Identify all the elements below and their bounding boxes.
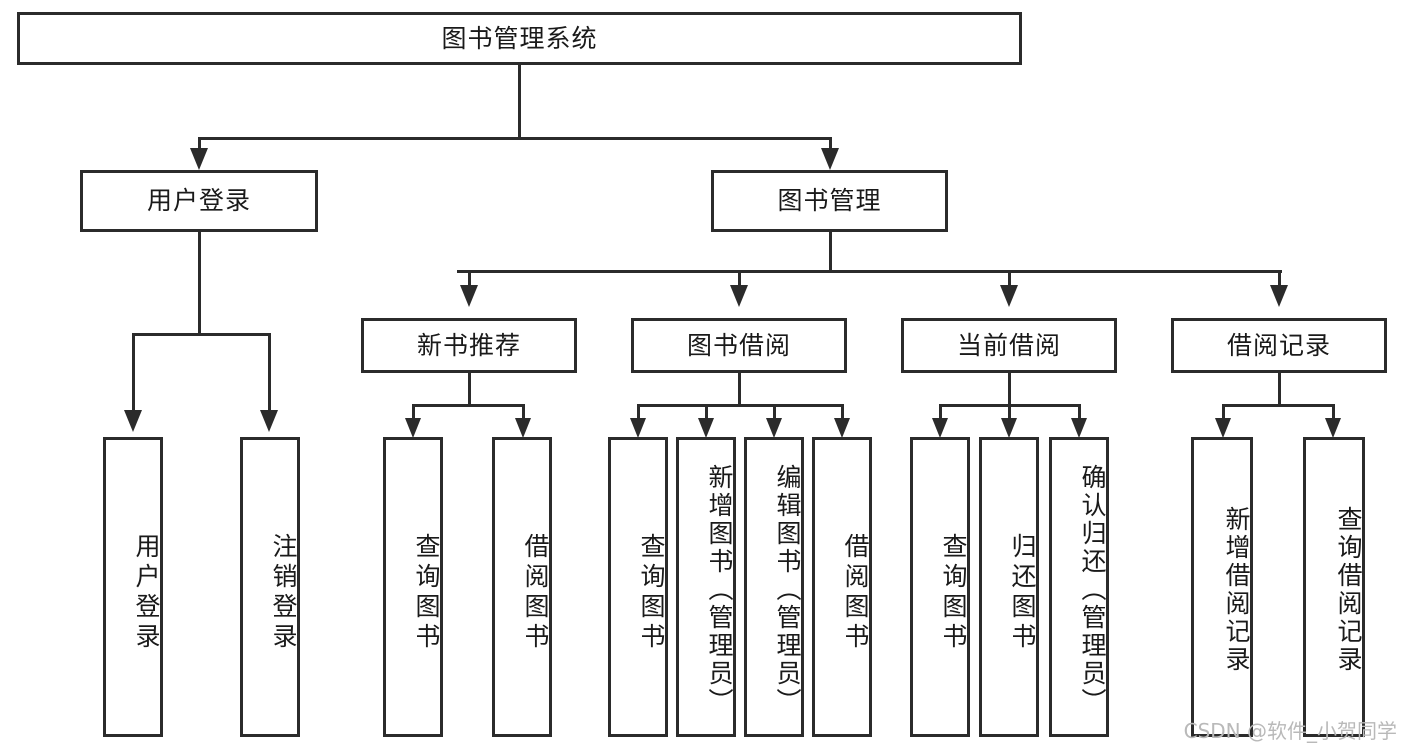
arrow-down-icon bbox=[460, 285, 478, 307]
connector-bm-child-2 bbox=[738, 270, 741, 295]
arrow-down-icon bbox=[1001, 418, 1017, 438]
connector-bb-child-3 bbox=[773, 404, 776, 422]
node-label: 查询借阅记录 bbox=[1334, 506, 1363, 674]
connector-nbr-child-1 bbox=[412, 404, 415, 422]
node-label: 新增图书（管理员） bbox=[705, 464, 734, 716]
node-label: 新书推荐 bbox=[416, 330, 521, 360]
node-user-login[interactable]: 用户登录 bbox=[80, 170, 318, 232]
connector-br-child-1 bbox=[1222, 404, 1225, 422]
node-label: 编辑图书（管理员） bbox=[773, 464, 802, 716]
node-label: 借阅图书 bbox=[521, 533, 550, 653]
connector-br-stem bbox=[1278, 373, 1281, 406]
connector-bm-child-4 bbox=[1278, 270, 1281, 295]
arrow-down-icon bbox=[1215, 418, 1231, 438]
connector-nbr-stem bbox=[468, 373, 471, 406]
connector-user-login-bar bbox=[132, 333, 268, 336]
node-current-borrow[interactable]: 当前借阅 bbox=[901, 318, 1117, 373]
arrow-down-icon bbox=[698, 418, 714, 438]
arrow-down-icon bbox=[630, 418, 646, 438]
node-label: 注销登录 bbox=[269, 533, 298, 653]
connector-root-stem bbox=[518, 65, 521, 138]
leaf-bb-add-book-admin[interactable]: 新增图书（管理员） bbox=[676, 437, 736, 737]
arrow-down-icon bbox=[1270, 285, 1288, 307]
node-label: 查询图书 bbox=[412, 533, 441, 653]
node-label: 查询图书 bbox=[637, 533, 666, 653]
node-label: 确认归还（管理员） bbox=[1078, 464, 1107, 716]
connector-cb-stem bbox=[1008, 373, 1011, 406]
node-book-management[interactable]: 图书管理 bbox=[711, 170, 948, 232]
arrow-down-icon bbox=[821, 148, 839, 170]
connector-user-login-child-2 bbox=[268, 333, 271, 420]
leaf-br-query-record[interactable]: 查询借阅记录 bbox=[1303, 437, 1365, 737]
node-label: 用户登录 bbox=[132, 533, 161, 653]
leaf-user-login-query[interactable]: 用户登录 bbox=[103, 437, 163, 737]
node-root-book-management-system[interactable]: 图书管理系统 bbox=[17, 12, 1022, 65]
connector-cb-child-2 bbox=[1008, 404, 1011, 422]
arrow-down-icon bbox=[1071, 418, 1087, 438]
arrow-down-icon bbox=[1000, 285, 1018, 307]
connector-br-bar bbox=[1222, 404, 1335, 407]
node-label: 新增借阅记录 bbox=[1222, 506, 1251, 674]
node-label: 图书管理 bbox=[777, 186, 882, 215]
arrow-down-icon bbox=[124, 410, 142, 432]
leaf-br-add-record[interactable]: 新增借阅记录 bbox=[1191, 437, 1253, 737]
connector-cb-child-3 bbox=[1078, 404, 1081, 422]
leaf-cb-return-book[interactable]: 归还图书 bbox=[979, 437, 1039, 737]
node-label: 借阅图书 bbox=[841, 533, 870, 653]
leaf-bb-query-book[interactable]: 查询图书 bbox=[608, 437, 668, 737]
node-label: 图书借阅 bbox=[686, 330, 791, 360]
arrow-down-icon bbox=[932, 418, 948, 438]
connector-bb-child-2 bbox=[705, 404, 708, 422]
connector-bm-child-3 bbox=[1008, 270, 1011, 295]
arrow-down-icon bbox=[405, 418, 421, 438]
node-label: 当前借阅 bbox=[956, 330, 1061, 360]
node-label: 查询图书 bbox=[939, 533, 968, 653]
connector-nbr-bar bbox=[412, 404, 525, 407]
node-borrow-record[interactable]: 借阅记录 bbox=[1171, 318, 1387, 373]
connector-root-bar bbox=[198, 137, 832, 140]
connector-book-management-stem bbox=[829, 232, 832, 273]
arrow-down-icon bbox=[190, 148, 208, 170]
arrow-down-icon bbox=[1325, 418, 1341, 438]
node-new-book-recommend[interactable]: 新书推荐 bbox=[361, 318, 577, 373]
leaf-nbr-query-book[interactable]: 查询图书 bbox=[383, 437, 443, 737]
connector-br-child-2 bbox=[1332, 404, 1335, 422]
connector-book-management-bar bbox=[457, 270, 1282, 273]
leaf-bb-borrow-book[interactable]: 借阅图书 bbox=[812, 437, 872, 737]
connector-user-login-stem bbox=[198, 232, 201, 334]
connector-cb-child-1 bbox=[939, 404, 942, 422]
connector-bb-child-1 bbox=[637, 404, 640, 422]
arrow-down-icon bbox=[260, 410, 278, 432]
leaf-cb-query-book[interactable]: 查询图书 bbox=[910, 437, 970, 737]
leaf-user-logout[interactable]: 注销登录 bbox=[240, 437, 300, 737]
node-label: 用户登录 bbox=[146, 186, 251, 215]
connector-bb-bar bbox=[637, 404, 844, 407]
node-label: 图书管理系统 bbox=[441, 23, 598, 53]
arrow-down-icon bbox=[834, 418, 850, 438]
connector-user-login-child-1 bbox=[132, 333, 135, 420]
connector-bb-child-4 bbox=[841, 404, 844, 422]
leaf-bb-edit-book-admin[interactable]: 编辑图书（管理员） bbox=[744, 437, 804, 737]
node-label: 归还图书 bbox=[1008, 533, 1037, 653]
node-book-borrow[interactable]: 图书借阅 bbox=[631, 318, 847, 373]
arrow-down-icon bbox=[766, 418, 782, 438]
arrow-down-icon bbox=[515, 418, 531, 438]
arrow-down-icon bbox=[730, 285, 748, 307]
connector-nbr-child-2 bbox=[522, 404, 525, 422]
connector-bb-stem bbox=[738, 373, 741, 406]
watermark-text: CSDN @软件_小贺同学 bbox=[1183, 719, 1397, 743]
leaf-cb-confirm-return-admin[interactable]: 确认归还（管理员） bbox=[1049, 437, 1109, 737]
leaf-nbr-borrow-book[interactable]: 借阅图书 bbox=[492, 437, 552, 737]
connector-bm-child-1 bbox=[468, 270, 471, 295]
node-label: 借阅记录 bbox=[1226, 330, 1331, 360]
